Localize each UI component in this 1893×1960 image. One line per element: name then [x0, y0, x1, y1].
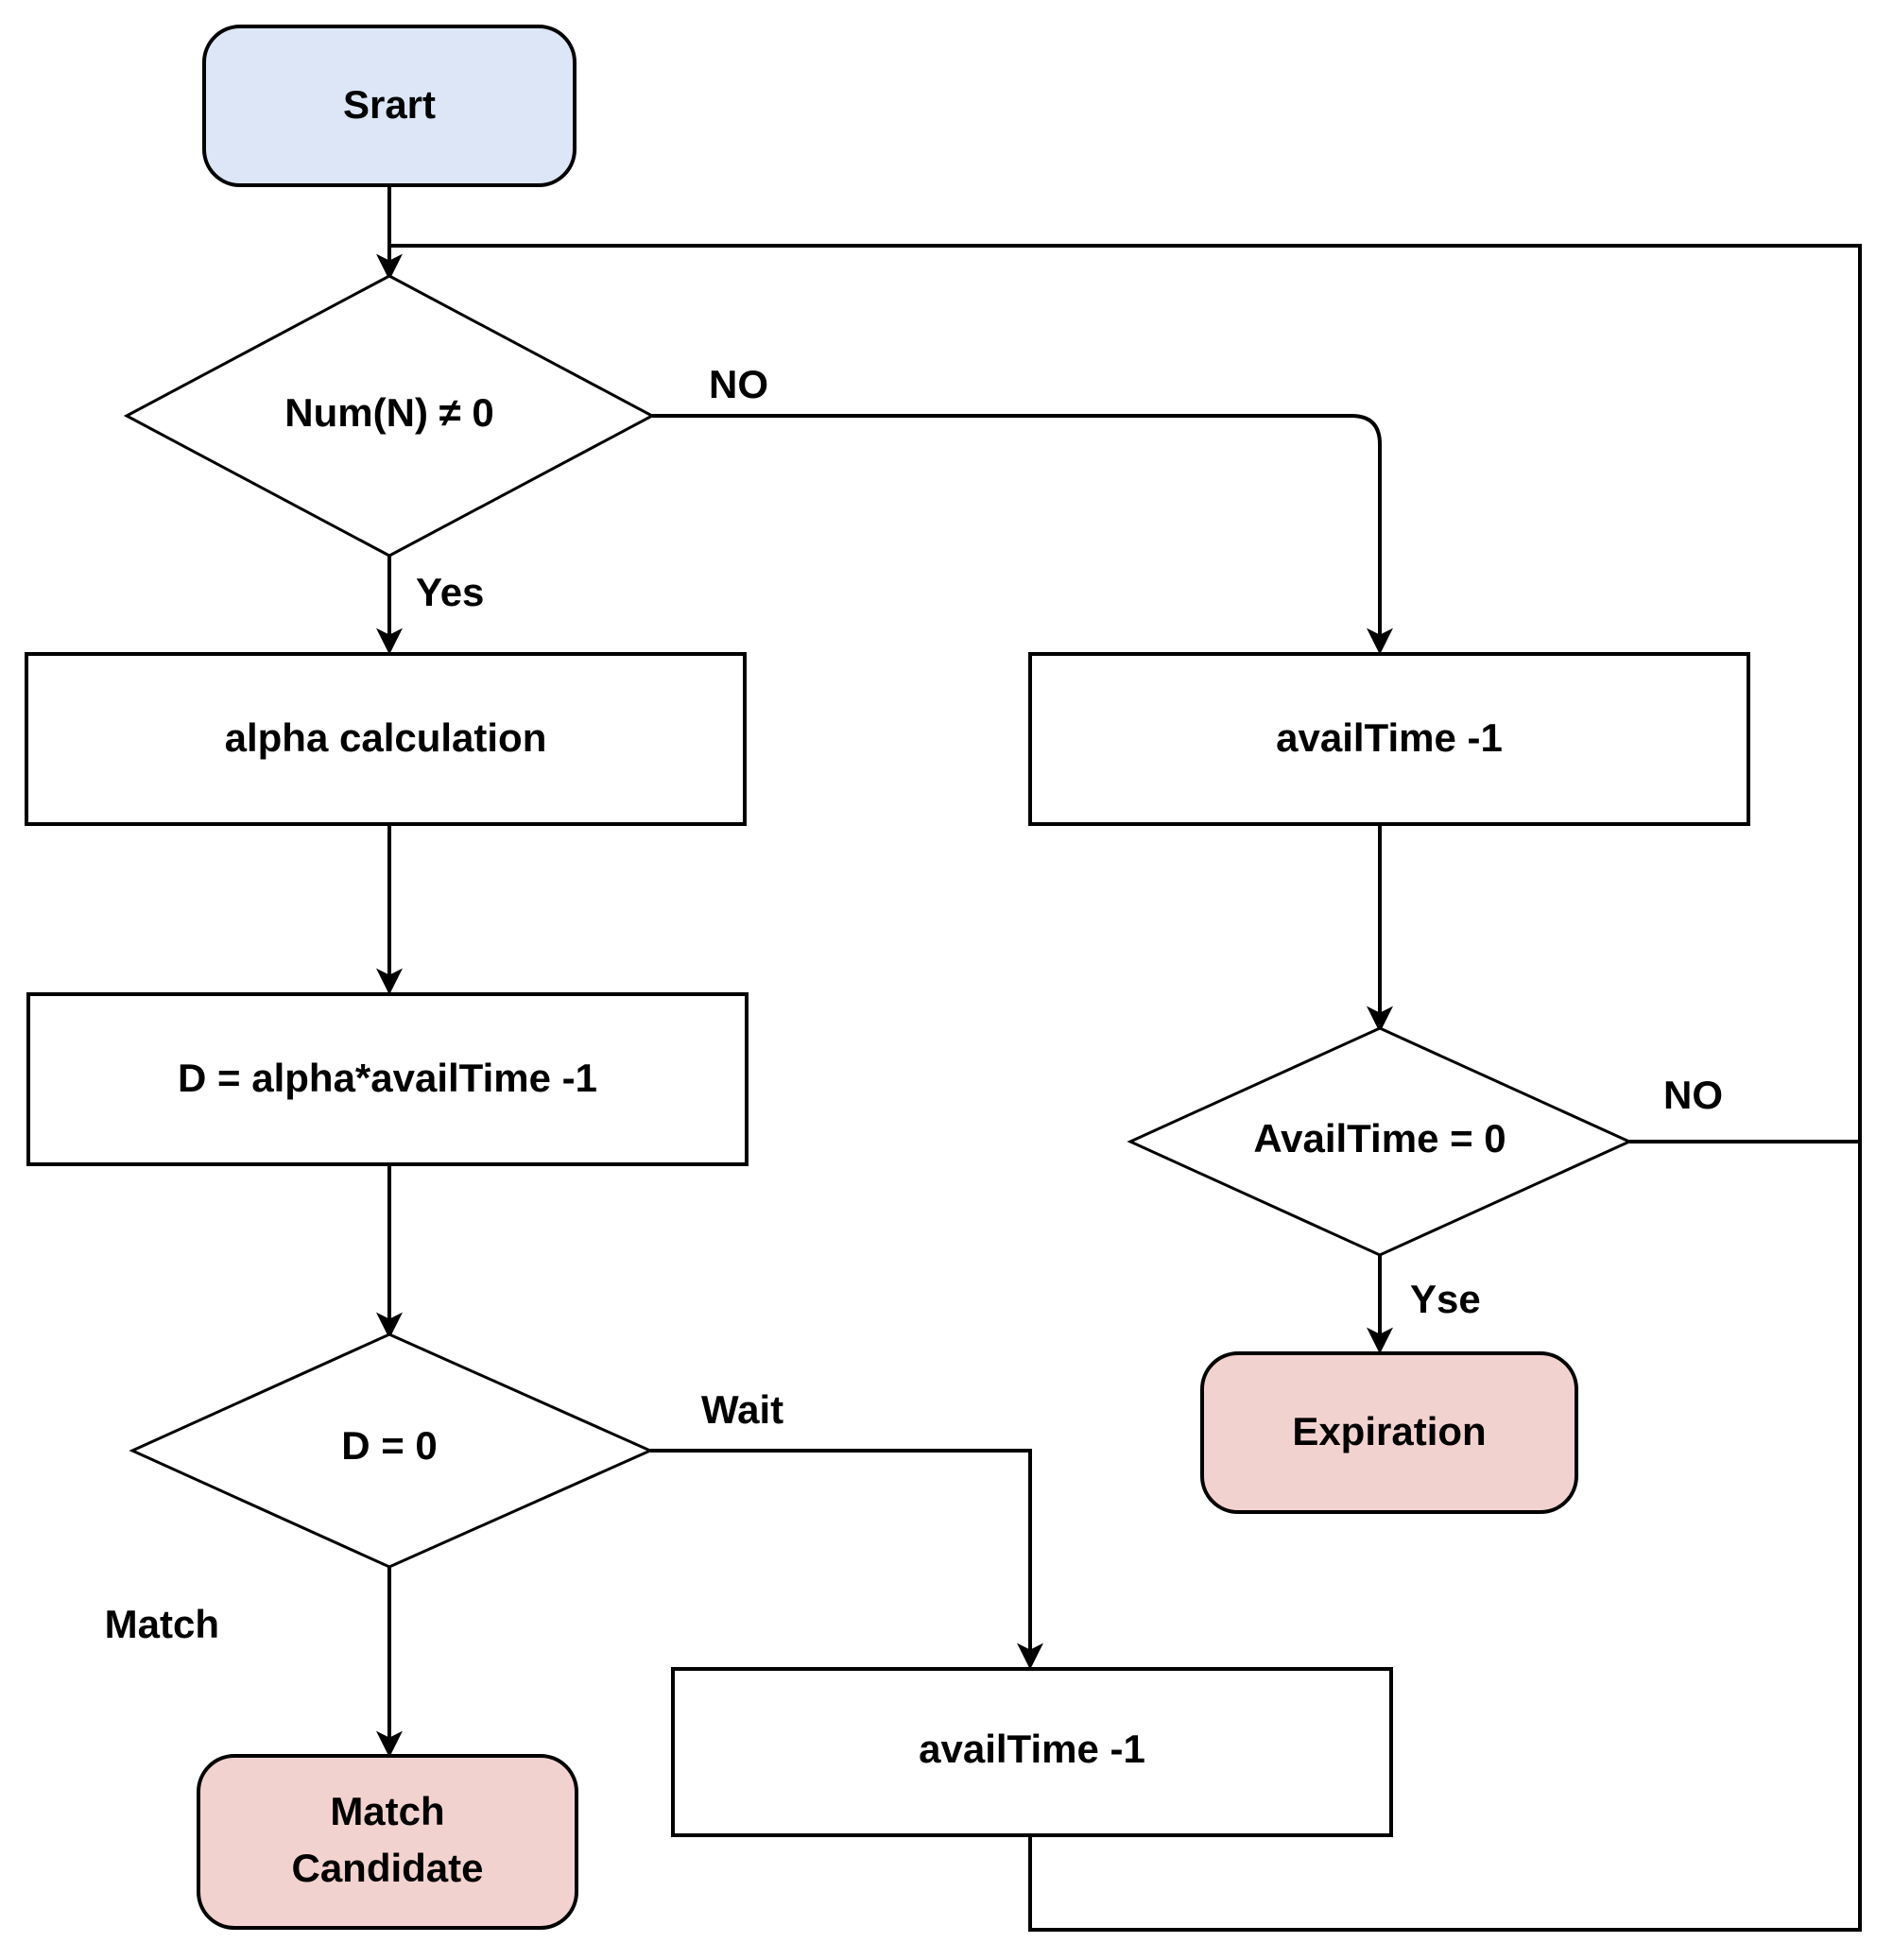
- node-expiration[interactable]: Expiration: [1200, 1351, 1578, 1514]
- edge-label-d-wait: Wait: [701, 1387, 783, 1432]
- alpha-calculation-shape: [25, 652, 747, 826]
- start-label: Srart: [343, 82, 436, 127]
- edge-d-wait-to-availbottom: [650, 1449, 1043, 1670]
- decision-num-label: Num(N) ≠ 0: [284, 390, 493, 435]
- node-start[interactable]: Srart: [202, 25, 577, 187]
- avail-right-shape: [1028, 652, 1750, 826]
- edge-availbottom-loopback: [389, 244, 1862, 1932]
- expiration-shape: [1200, 1351, 1578, 1514]
- match-candidate-label-line2: Candidate: [291, 1846, 483, 1890]
- node-avail-right[interactable]: availTime -1: [1028, 652, 1750, 826]
- node-alpha-calculation[interactable]: alpha calculation: [25, 652, 747, 826]
- edge-label-d-match: Match: [105, 1602, 219, 1646]
- edge-label-avail-no: NO: [1663, 1073, 1723, 1117]
- avail-bottom-shape: [671, 1667, 1393, 1837]
- edge-label-num-yes: Yes: [416, 570, 484, 614]
- node-avail-bottom[interactable]: availTime -1: [671, 1667, 1393, 1837]
- alpha-calculation-label: alpha calculation: [225, 715, 547, 760]
- node-d-formula[interactable]: D = alpha*availTime -1: [26, 992, 749, 1166]
- decision-avail-shape: [1127, 1026, 1633, 1257]
- node-decision-d[interactable]: D = 0: [129, 1332, 654, 1569]
- edge-num-no-to-availright: [652, 414, 1393, 655]
- edge-label-avail-yes: Yse: [1410, 1277, 1481, 1321]
- node-decision-num[interactable]: Num(N) ≠ 0: [123, 274, 656, 558]
- match-candidate-label-line1: Match: [330, 1789, 444, 1833]
- decision-d-label: D = 0: [341, 1423, 438, 1468]
- d-formula-label: D = alpha*availTime -1: [178, 1056, 597, 1100]
- expiration-label: Expiration: [1292, 1409, 1486, 1453]
- decision-num-shape: [123, 274, 656, 558]
- decision-avail-label: AvailTime = 0: [1253, 1116, 1506, 1161]
- start-shape: [202, 25, 577, 187]
- avail-right-label: availTime -1: [1276, 715, 1503, 760]
- node-match-candidate[interactable]: Match Candidate: [197, 1754, 578, 1930]
- avail-bottom-label: availTime -1: [919, 1727, 1145, 1771]
- d-formula-shape: [26, 992, 749, 1166]
- decision-d-shape: [129, 1332, 654, 1569]
- edge-label-num-no: NO: [709, 362, 768, 406]
- node-decision-avail[interactable]: AvailTime = 0: [1127, 1026, 1633, 1257]
- match-candidate-shape: [197, 1754, 578, 1930]
